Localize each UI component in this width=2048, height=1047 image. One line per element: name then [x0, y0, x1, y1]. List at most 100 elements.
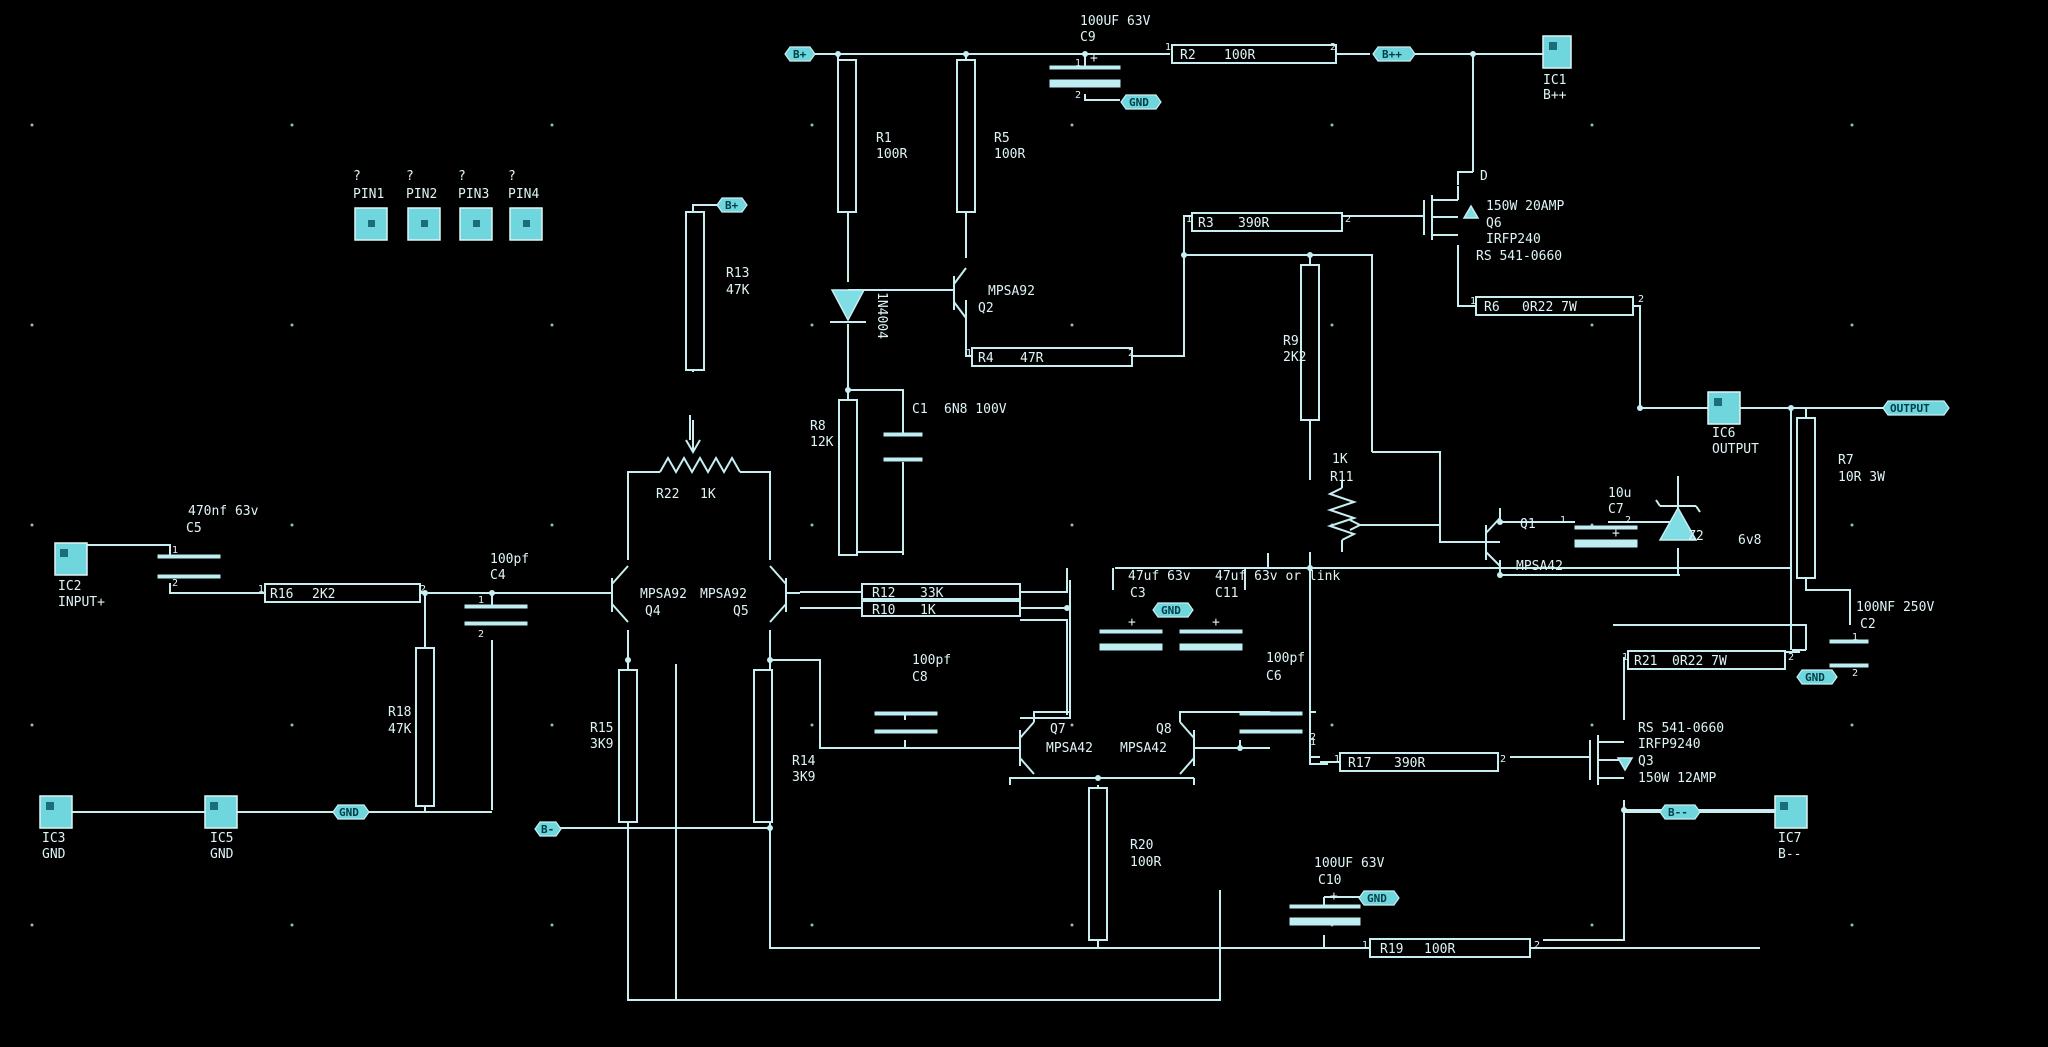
svg-text:2: 2	[172, 578, 178, 589]
resistor-r4-ref: R4	[978, 351, 994, 366]
resistor-r8-value: 12K	[810, 435, 834, 450]
grid-dot	[290, 723, 294, 727]
net-tag-gnd-c3: GND	[1152, 602, 1194, 618]
capacitor-c9-plus: +	[1090, 51, 1098, 66]
diode-d1-ref: 1N4004	[874, 292, 889, 339]
capacitor-c8-value: 100pf	[912, 653, 951, 668]
resistor-r13-ref: R13	[726, 266, 749, 281]
transistor-q1: Q1 MPSA42	[1440, 517, 1563, 574]
mosfets: D 150W 20AMP Q6 IRFP240 RS 541-0660 RS 5…	[1423, 169, 1724, 786]
resistor-r15-value: 3K9	[590, 737, 613, 752]
svg-text:2: 2	[1534, 940, 1540, 951]
resistor-r21-ref: R21	[1634, 654, 1657, 669]
transistor-q4-part: MPSA92	[640, 587, 687, 602]
resistor-r3-value: 390R	[1238, 216, 1269, 231]
resistor-r14: R14 3K9	[753, 669, 816, 823]
svg-text:1: 1	[1470, 296, 1476, 307]
test-pin-2-ref: PIN2	[406, 187, 437, 202]
net-tag-bplus-top-text: B+	[793, 48, 807, 61]
connector-ic7[interactable]: IC7 B--	[1774, 795, 1808, 862]
transistor-q2-ref: Q2	[978, 301, 994, 316]
svg-text:2: 2	[1128, 348, 1134, 359]
svg-text:1: 1	[1560, 515, 1566, 526]
grid-dot	[1850, 923, 1854, 927]
resistor-r16: R16 2K2	[264, 583, 421, 603]
connector-ic7-net: B--	[1778, 847, 1801, 862]
svg-text:2: 2	[1788, 652, 1794, 663]
mosfet-q3-rating: 150W 12AMP	[1638, 771, 1716, 786]
test-pin-3[interactable]: ? PIN3	[458, 169, 493, 241]
grid-dot	[1330, 123, 1334, 127]
pot-r22: R22 1K	[656, 420, 741, 502]
connector-ic6[interactable]: IC6 OUTPUT	[1707, 391, 1759, 457]
grid-dot	[1070, 523, 1074, 527]
grid-dot	[1590, 723, 1594, 727]
capacitor-c6-ref: C6	[1266, 669, 1282, 684]
capacitor-c3-value: 47uf 63v	[1128, 569, 1191, 584]
capacitor-c5-value: 470nf 63v	[188, 504, 259, 519]
resistor-r1-value: 100R	[876, 147, 907, 162]
grid-dot	[810, 123, 814, 127]
svg-text:2: 2	[1852, 668, 1858, 679]
svg-text:1: 1	[966, 348, 972, 359]
test-pin-1-q: ?	[353, 169, 361, 184]
grid-dot	[290, 323, 294, 327]
resistor-r20-ref: R20	[1130, 838, 1153, 853]
resistor-r8: R8 12K	[810, 399, 858, 556]
test-pin-4[interactable]: ? PIN4	[508, 169, 543, 241]
connector-ic6-ref: IC6	[1712, 426, 1735, 441]
svg-text:1: 1	[1310, 737, 1316, 748]
pot-r11-value: 1K	[1332, 452, 1348, 467]
net-tag-bplus-r13-text: B+	[725, 199, 739, 212]
connector-ic5-net: GND	[210, 847, 234, 862]
resistor-r6-ref: R6	[1484, 300, 1500, 315]
net-tag-gnd-ic5: GND	[332, 804, 370, 820]
resistor-r10: R10 1K	[861, 600, 1021, 618]
resistor-r19-value: 100R	[1424, 942, 1455, 957]
net-tag-b-left: B-	[534, 821, 562, 837]
resistor-r12-ref: R12	[872, 586, 895, 601]
capacitor-c1: C1 6N8 100V	[883, 402, 1007, 462]
resistor-r20-value: 100R	[1130, 855, 1161, 870]
resistor-r21-value: 0R22 7W	[1672, 654, 1727, 669]
resistor-r13-value: 47K	[726, 283, 750, 298]
resistor-r17: R17 390R	[1339, 752, 1499, 772]
resistor-r7-ref: R7	[1838, 453, 1854, 468]
test-pin-2-q: ?	[406, 169, 414, 184]
capacitor-c3-ref: C3	[1130, 586, 1146, 601]
grid-dot	[30, 923, 34, 927]
capacitor-c7-plus: +	[1612, 526, 1620, 541]
test-pin-1[interactable]: ? PIN1	[353, 169, 388, 241]
grid-dot	[550, 723, 554, 727]
resistor-r5-value: 100R	[994, 147, 1025, 162]
resistor-r19: R19 100R	[1369, 938, 1531, 958]
connector-ic2[interactable]: IC2 INPUT+	[54, 542, 105, 610]
test-pin-2[interactable]: ? PIN2	[406, 169, 441, 241]
svg-text:2: 2	[1330, 42, 1336, 53]
svg-text:1: 1	[172, 545, 178, 556]
grid-dot	[1850, 523, 1854, 527]
capacitor-c7-value: 10u	[1608, 486, 1631, 501]
capacitor-c4: 100pf C4	[464, 552, 529, 626]
resistor-r6: R6 0R22 7W	[1475, 296, 1634, 316]
svg-text:1: 1	[258, 584, 264, 595]
resistor-r7-value: 10R 3W	[1838, 470, 1885, 485]
svg-text:2: 2	[1625, 515, 1631, 526]
connector-ic5[interactable]: IC5 GND	[204, 795, 238, 862]
resistor-r2-ref: R2	[1180, 48, 1196, 63]
grid-dot	[1850, 123, 1854, 127]
mosfet-q6-stock: RS 541-0660	[1476, 249, 1562, 264]
resistor-r12: R12 33K	[861, 583, 1021, 601]
mosfet-q6-rating: 150W 20AMP	[1486, 199, 1564, 214]
resistor-r17-ref: R17	[1348, 756, 1371, 771]
connector-ic1[interactable]: IC1 B++	[1542, 35, 1572, 103]
resistor-r10-ref: R10	[872, 603, 895, 618]
resistor-r10-value: 1K	[920, 603, 936, 618]
grid-dot	[1330, 323, 1334, 327]
transistor-q5: MPSA92 Q5	[700, 565, 800, 623]
resistor-r4-value: 47R	[1020, 351, 1044, 366]
grid-dot	[1330, 723, 1334, 727]
connector-ic3-ref: IC3	[42, 831, 65, 846]
connector-ic3[interactable]: IC3 GND	[39, 795, 73, 862]
net-tag-gnd-d2: GND	[1796, 669, 1838, 685]
